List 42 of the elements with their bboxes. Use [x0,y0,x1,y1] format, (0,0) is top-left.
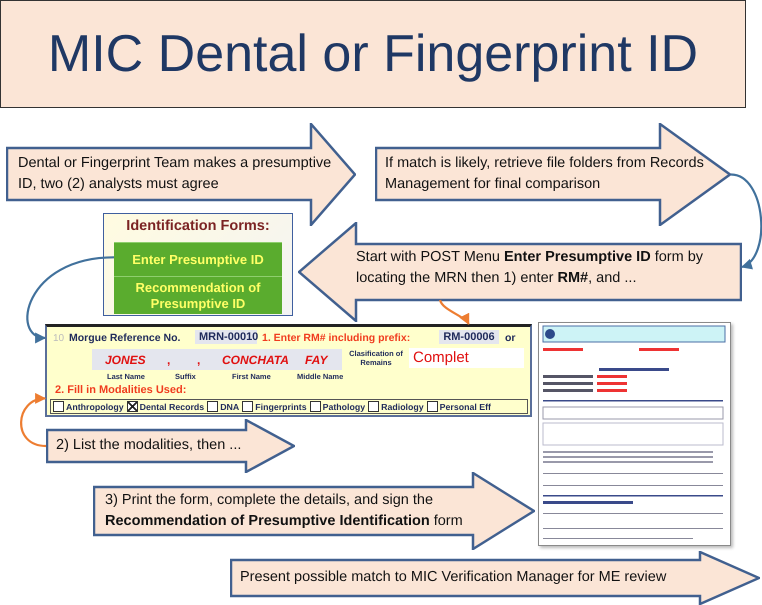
callout-text: Dental or Fingerprint Team makes a presumptive ID, two (2) analysts must agree [18,154,332,194]
menu-button: Recommendation of Presumptive ID [114,276,282,314]
arrow [20,394,46,448]
callout-text: Present possible match to MIC Verification Manager for ME review [240,568,668,587]
arrow-callout [375,123,731,226]
callout-text: If match is likely, retrieve file folders from Records Management for final comparison [385,154,705,194]
field-label: Morgue Reference No. [69,332,180,344]
checkbox-label: Radiology [381,402,424,412]
field-label: or [505,332,516,344]
input-field: Complet [409,348,524,368]
arrow [730,173,762,268]
title: MIC Dental or Fingerprint ID [48,24,698,84]
row-number: 10 [53,333,64,344]
checkbox-label: Dental Records [140,402,204,412]
instruction-text: 1. Enter RM# including prefix: [262,332,410,344]
arrow-callout [46,419,295,473]
callout-text: 2) List the modalities, then ... [56,436,242,455]
arrow-callout [93,472,535,550]
name-value: CONCHATA [222,353,289,367]
arrow-callout [298,222,742,322]
checkbox-label: Anthropology [66,402,124,412]
separator: , [167,353,170,367]
menu-panel [103,213,293,316]
menu-button: Enter Presumptive ID [114,242,282,276]
input-field: RM-00006 [439,330,499,344]
instruction-text: 2. Fill in Modalities Used: [55,384,186,396]
form-screenshot [45,324,532,417]
arrow-callout [230,551,760,605]
checkbox-label: DNA [220,402,240,412]
checkbox-label: Personal Eff [440,402,491,412]
checkbox-label: Fingerprints [255,402,307,412]
callout-text: 3) Print the form, complete the details, and sign the Recommendation of Presumptive Identification form [105,491,464,531]
callout-text: Start with POST Menu Enter Presumptive ID form by locating the MRN then 1) enter RM#, and ... [356,248,704,288]
input-field: MRN-00010 [195,330,257,344]
separator: , [197,353,200,367]
report-form-picture [538,322,731,546]
checkbox-label: Pathology [322,402,366,412]
arrow [439,300,470,325]
name-value: JONES [105,353,146,367]
panel-title: Identification Forms: [125,218,271,234]
name-value: FAY [305,353,328,367]
arrow [26,256,114,342]
